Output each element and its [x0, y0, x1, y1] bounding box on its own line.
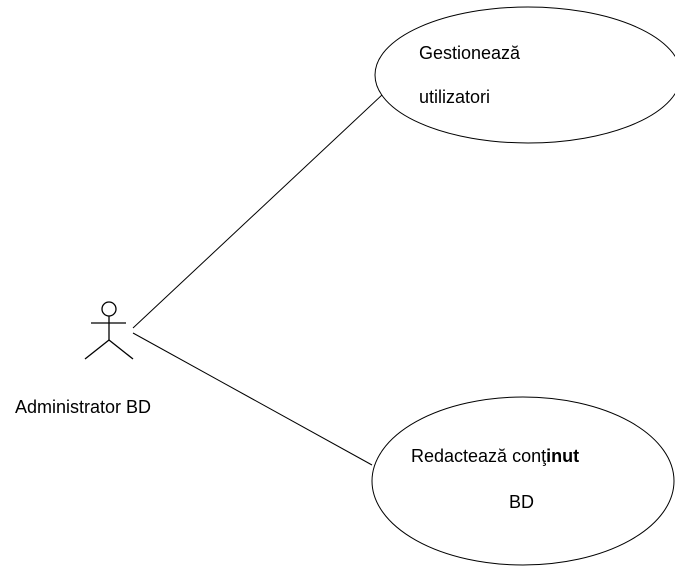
actor-left-leg: [84, 339, 110, 360]
use-case-edit-content-line1: Redactează conţinut: [411, 445, 579, 467]
actor-head: [101, 301, 117, 317]
use-case-ellipse-manage-users: [374, 6, 675, 144]
actor-stick-figure: [84, 301, 134, 360]
use-case-manage-users-line1: Gestionează: [419, 43, 521, 63]
actor-right-leg: [108, 339, 134, 360]
use-case-manage-users-line2: utilizatori: [419, 87, 491, 107]
use-case-edit-content-line2: BD: [509, 492, 535, 512]
actor-label: Administrator BD: [15, 397, 152, 417]
association-line-manage-users: [132, 94, 383, 329]
use-case-edit-content-line1-normal: Redactează conţ: [411, 446, 547, 466]
use-case-edit-content-line1-bold: inut: [546, 446, 580, 466]
association-line-edit-content: [132, 332, 373, 466]
use-case-ellipse-edit-content: [371, 396, 675, 566]
